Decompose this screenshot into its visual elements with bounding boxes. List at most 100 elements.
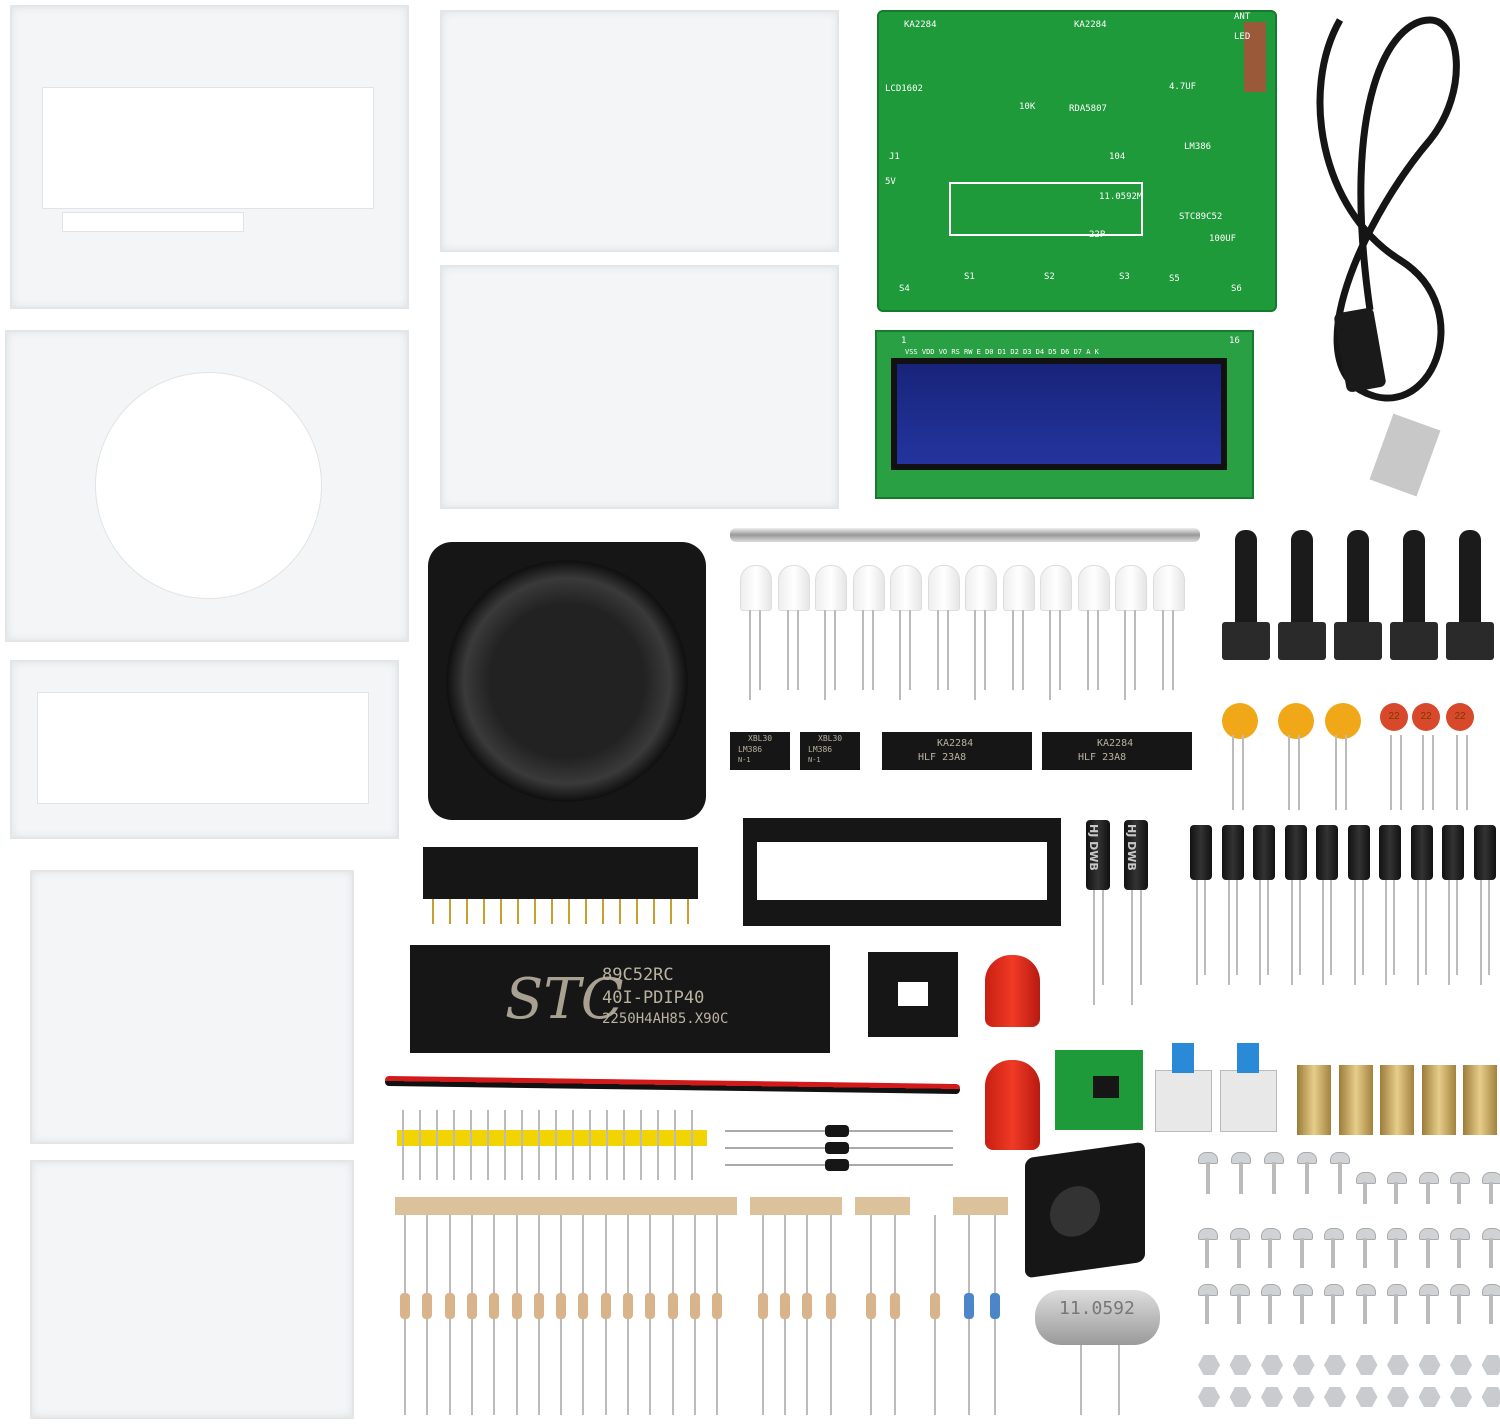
hex-nut	[1355, 1355, 1378, 1375]
header-pin	[619, 899, 621, 924]
stc89c52-mcu: STC 89C52RC 40I-PDIP40 2250H4AH85.X90C	[410, 945, 830, 1053]
dc-power-jack	[1025, 1141, 1145, 1279]
pcb-label: 5V	[885, 177, 896, 187]
pcb-label: ANT	[1234, 12, 1251, 22]
resistor	[533, 1293, 544, 1319]
resistor	[802, 1293, 812, 1319]
header-pin	[487, 1110, 489, 1180]
capacitor-marking: HJ DWB	[1087, 824, 1100, 871]
header-pin	[453, 1110, 455, 1180]
pcb-label: S3	[1119, 272, 1130, 282]
cap-leg	[1242, 735, 1244, 810]
screw-shank	[1239, 1162, 1243, 1194]
led-leg	[1011, 610, 1014, 690]
hex-nut	[1324, 1355, 1346, 1375]
screw-shank	[1206, 1162, 1210, 1194]
screw-shank	[1457, 1294, 1461, 1324]
cap-leg	[1298, 735, 1300, 810]
electrolytic-capacitor	[1379, 825, 1401, 880]
electrolytic-capacitor: HJ DWB	[1124, 820, 1148, 890]
resistor-tape	[953, 1197, 1008, 1215]
cap-leg	[1288, 735, 1290, 810]
header-pin	[538, 1110, 540, 1180]
screw-shank	[1268, 1294, 1272, 1324]
screw-shank	[1362, 1238, 1367, 1268]
acrylic-panel-bottom-2	[30, 1160, 354, 1419]
resistor-tape	[395, 1197, 737, 1215]
led-leg	[1096, 610, 1099, 690]
led-leg	[871, 610, 874, 690]
led-leg	[909, 610, 911, 690]
crystal-leg	[1118, 1345, 1120, 1415]
pcb-label: 10K	[1019, 102, 1036, 112]
header-pin	[483, 899, 485, 924]
resistor	[689, 1293, 700, 1319]
led-leg	[1124, 610, 1126, 700]
resistor	[511, 1293, 522, 1319]
tactile-button	[1459, 530, 1481, 630]
ceramic-capacitor: 22	[1380, 703, 1408, 731]
led-leg	[861, 610, 864, 690]
header-pin	[466, 899, 468, 924]
screw-shank	[1394, 1294, 1398, 1324]
cap-leg	[1393, 880, 1395, 975]
screw-shank	[1425, 1182, 1430, 1204]
resistor	[758, 1293, 768, 1319]
header-pin	[640, 1110, 642, 1180]
led-leg	[974, 610, 976, 700]
header-pin	[691, 1110, 693, 1180]
tactile-button	[1347, 530, 1369, 630]
acrylic-panel-top-lcd	[10, 5, 409, 309]
header-pin	[436, 1110, 438, 1180]
pcb-label: S5	[1169, 274, 1180, 284]
pcb-label: 100UF	[1209, 234, 1237, 244]
resistor	[444, 1293, 455, 1319]
hex-nut	[1198, 1387, 1220, 1407]
led-leg	[1059, 610, 1061, 690]
brass-standoff	[1463, 1065, 1497, 1135]
hex-nut	[1355, 1387, 1378, 1407]
telescopic-antenna	[730, 528, 1200, 542]
pcb-label: 22P	[1089, 230, 1106, 240]
dip40-socket	[743, 818, 1061, 926]
speaker-icon	[428, 542, 706, 820]
header-pin	[589, 1110, 591, 1180]
screw-shank	[1394, 1238, 1398, 1268]
led-leg	[1049, 610, 1051, 700]
resistor	[866, 1293, 876, 1319]
header-pin	[470, 1110, 472, 1180]
cap-leg	[1290, 880, 1293, 985]
resistor	[400, 1293, 410, 1319]
electrolytic-capacitor	[1221, 825, 1244, 880]
resistor	[990, 1293, 1000, 1319]
led	[1152, 565, 1185, 611]
pcb-label: KA2284	[1074, 20, 1107, 30]
lm386-chip: XBL30 LM386 N-1	[800, 732, 860, 770]
cap-leg	[1390, 735, 1392, 810]
resistor	[964, 1293, 974, 1319]
header-pin	[585, 899, 587, 924]
electrolytic-capacitor	[1284, 825, 1307, 880]
lcd-pin-start: 1	[901, 336, 907, 346]
cap-leg	[1131, 890, 1133, 1005]
cap-value: 22	[1420, 711, 1432, 722]
resistor	[826, 1293, 836, 1319]
resistor	[667, 1293, 678, 1319]
screw-shank	[1236, 1294, 1241, 1324]
cap-leg	[1432, 735, 1434, 810]
header-pin	[521, 1110, 523, 1180]
cap-leg	[1361, 880, 1364, 975]
lm386-chip: XBL30 LM386 N-1	[730, 732, 790, 770]
ceramic-capacitor	[1278, 703, 1314, 739]
electrolytic-capacitor	[1442, 825, 1464, 880]
header-pin	[534, 899, 536, 924]
cap-leg	[1353, 880, 1356, 985]
hex-nut	[1481, 1355, 1500, 1375]
resistor	[623, 1293, 633, 1319]
led-leg	[946, 610, 949, 690]
led	[815, 565, 847, 611]
screw-shank	[1425, 1238, 1430, 1268]
female-pin-header	[423, 847, 698, 899]
